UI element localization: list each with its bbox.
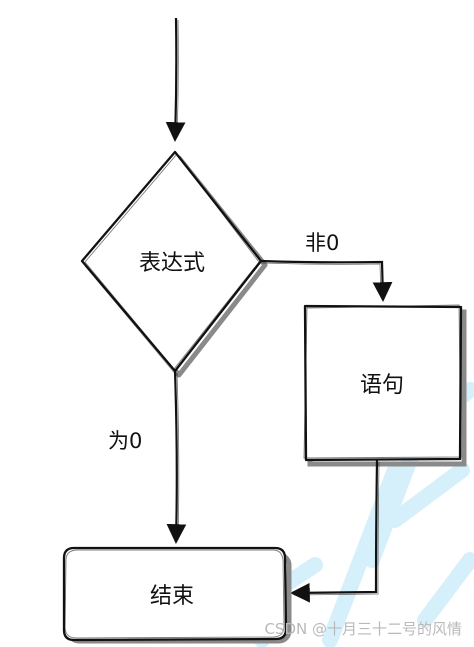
edge-nonzero-label: 非0 bbox=[305, 231, 339, 255]
entry-arrow bbox=[165, 17, 186, 142]
statement-label: 语句 bbox=[360, 373, 404, 398]
decision-label: 表达式 bbox=[139, 251, 205, 276]
edge-statement-to-end bbox=[290, 459, 380, 603]
edge-nonzero: 非0 bbox=[260, 231, 393, 302]
watermark-text: CSDN @十月三十二号的风情 bbox=[264, 620, 462, 638]
decision-node: 表达式 bbox=[80, 150, 268, 378]
end-node: 结束 bbox=[62, 546, 292, 644]
edge-zero-label: 为0 bbox=[108, 429, 142, 453]
statement-node: 语句 bbox=[303, 304, 467, 467]
end-label: 结束 bbox=[150, 584, 194, 609]
edge-zero: 为0 bbox=[108, 370, 187, 544]
